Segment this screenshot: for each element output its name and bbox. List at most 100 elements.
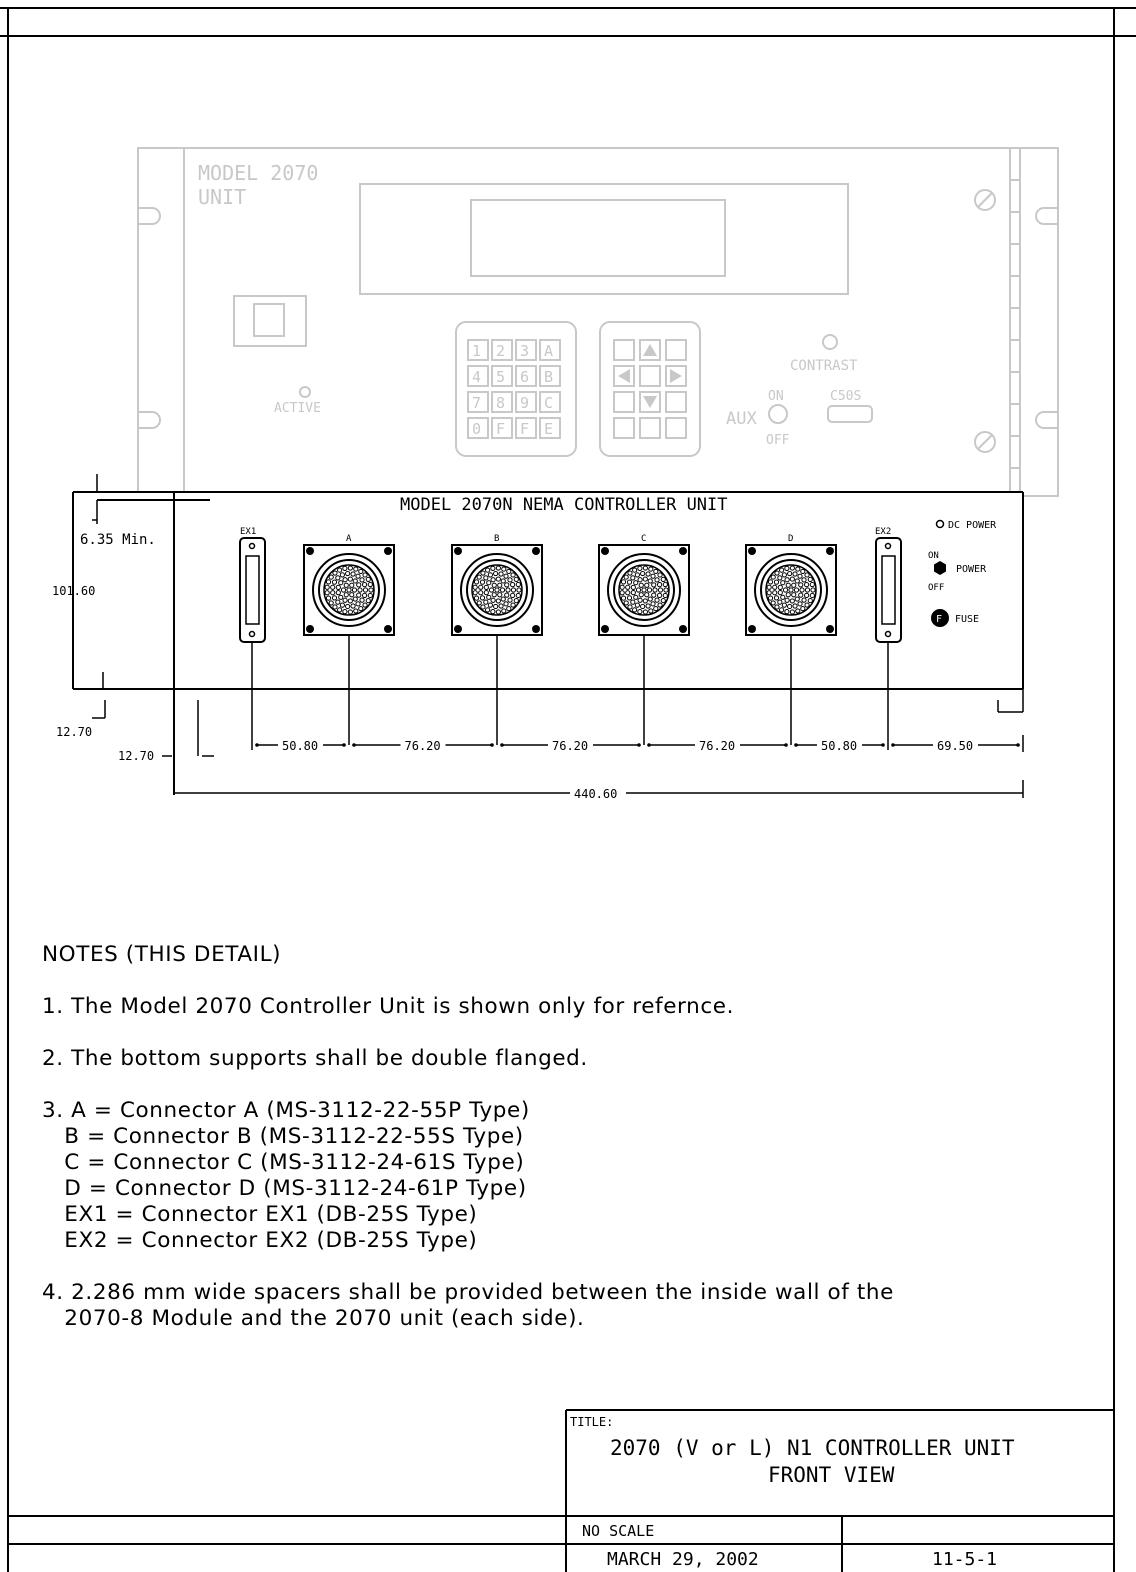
- ghost-key-label: 5: [496, 368, 505, 386]
- ghost-key-label: E: [544, 420, 553, 438]
- ghost-contrast-label: CONTRAST: [790, 358, 858, 374]
- circular-connectors: A B C D: [303, 534, 837, 745]
- connector-label: A: [346, 534, 352, 544]
- scale-label: NO SCALE: [582, 1522, 654, 1540]
- ghost-key: [491, 417, 513, 439]
- ghost-active-label: ACTIVE: [274, 401, 321, 416]
- ghost-key: [491, 365, 513, 387]
- controller-front-panel: MODEL 2070N NEMA CONTROLLER UNIT EX1 EX2…: [72, 491, 1024, 795]
- notes-section: NOTES (THIS DETAIL) 1. The Model 2070 Co…: [42, 942, 1112, 1332]
- ghost-key: [515, 365, 537, 387]
- ghost-key: [491, 391, 513, 413]
- power-off-label: OFF: [928, 583, 944, 593]
- ghost-off-label: OFF: [766, 433, 790, 448]
- ghost-c50s-label: C50S: [830, 389, 861, 404]
- ghost-key-label: A: [544, 342, 553, 360]
- title-label: TITLE:: [570, 1415, 613, 1429]
- ghost-key: [539, 391, 561, 413]
- connector-label: C: [641, 534, 646, 544]
- ghost-unit-label: UNIT: [198, 185, 246, 209]
- dc-power-label: DC POWER: [948, 520, 997, 531]
- ghost-key-label: 3: [520, 342, 529, 360]
- ghost-nav-pad: [599, 321, 701, 457]
- ghost-aux-label: AUX: [726, 409, 757, 429]
- ghost-key-label: 6: [520, 368, 529, 386]
- fuse-icon: F: [931, 609, 949, 627]
- ex1-label: EX1: [240, 527, 256, 537]
- ghost-key: [539, 339, 561, 361]
- svg-text:F: F: [936, 614, 942, 625]
- ghost-key-label: B: [544, 368, 553, 386]
- ghost-rack-ticks: [1010, 179, 1020, 469]
- spacing-label: 76.20: [552, 739, 588, 753]
- ghost-key-label: 9: [520, 394, 529, 412]
- ghost-screw-icon: [974, 189, 996, 211]
- ghost-key: [539, 365, 561, 387]
- ghost-keypad: [455, 321, 577, 457]
- ghost-on-label: ON: [768, 389, 784, 404]
- ghost-nav-keys: [613, 339, 687, 439]
- power-on-label: ON: [928, 551, 939, 561]
- connector-d: D: [745, 534, 837, 745]
- note-3-line: C = Connector C (MS-3112-24-61S Type): [42, 1150, 525, 1175]
- total-width-label: 440.60: [574, 787, 617, 801]
- note-4: 4. 2.286 mm wide spacers shall be provid…: [42, 1280, 1112, 1332]
- title-line-2: FRONT VIEW: [768, 1463, 895, 1487]
- note-3-line: EX1 = Connector EX1 (DB-25S Type): [42, 1202, 478, 1227]
- connector-label: B: [494, 534, 499, 544]
- ghost-key-label: F: [496, 420, 505, 438]
- ghost-key: [515, 417, 537, 439]
- connector-a: A: [303, 534, 395, 745]
- ghost-key-label: F: [520, 420, 529, 438]
- ghost-key-label: 8: [496, 394, 505, 412]
- spacing-label: 76.20: [699, 739, 735, 753]
- date-label: MARCH 29, 2002: [607, 1549, 759, 1570]
- ghost-active-led: [299, 386, 311, 398]
- total-width-dimension: [174, 689, 1024, 798]
- note-3-line: B = Connector B (MS-3112-22-55S Type): [42, 1124, 524, 1149]
- dc-power-led: [935, 519, 945, 529]
- ghost-key: [539, 417, 561, 439]
- note-2: 2. The bottom supports shall be double f…: [42, 1046, 588, 1071]
- fuse-label: FUSE: [955, 614, 979, 625]
- note-3-line: EX2 = Connector EX2 (DB-25S Type): [42, 1228, 478, 1253]
- dimension-lines: [92, 474, 1023, 757]
- note-3-line: D = Connector D (MS-3112-24-61P Type): [42, 1176, 527, 1201]
- ghost-key: [515, 339, 537, 361]
- ghost-contrast-knob: [822, 334, 838, 350]
- ghost-key-label: 0: [472, 420, 481, 438]
- power-label: POWER: [956, 564, 987, 575]
- note-3: 3. A = Connector A (MS-3112-22-55P Type)…: [42, 1098, 1112, 1254]
- connector-c: C: [598, 534, 690, 745]
- ghost-key-label: 1: [472, 342, 481, 360]
- title-line-1: 2070 (V or L) N1 CONTROLLER UNIT: [610, 1436, 1015, 1460]
- ghost-model-label: MODEL 2070: [198, 161, 318, 185]
- notes-heading: NOTES (THIS DETAIL): [42, 942, 282, 967]
- ghost-key: [467, 339, 489, 361]
- controller-title: MODEL 2070N NEMA CONTROLLER UNIT: [400, 495, 728, 515]
- connector-label: D: [788, 534, 793, 544]
- min-clearance-label: 6.35 Min.: [80, 532, 156, 548]
- ghost-c50s-port: [827, 405, 873, 423]
- ghost-key-label: C: [544, 394, 553, 412]
- ghost-display-screen: [470, 199, 726, 277]
- ghost-key-label: 4: [472, 368, 481, 386]
- ghost-key: [515, 391, 537, 413]
- title-block-frame: [8, 1409, 1114, 1572]
- note-4-line: 2070-8 Module and the 2070 unit (each si…: [42, 1306, 585, 1331]
- ghost-display-bezel: [359, 183, 849, 295]
- side-offset-label: 12.70: [118, 749, 154, 763]
- sheet-border: [0, 7, 1136, 1572]
- height-dimension-label: 101.60: [52, 584, 95, 598]
- ghost-key: [467, 391, 489, 413]
- ghost-key-label: 7: [472, 394, 481, 412]
- ghost-screw-icon: [974, 431, 996, 453]
- spacing-label: 50.80: [821, 739, 857, 753]
- ghost-aux-switch: [768, 404, 788, 424]
- spacing-label: 69.50: [937, 739, 973, 753]
- spacing-label: 50.80: [282, 739, 318, 753]
- note-1: 1. The Model 2070 Controller Unit is sho…: [42, 994, 735, 1019]
